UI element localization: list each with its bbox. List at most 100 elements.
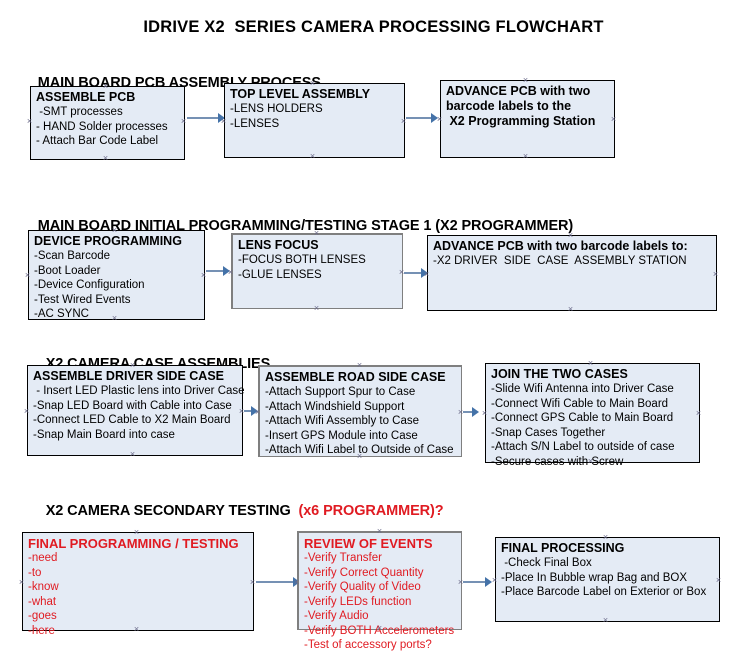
resize-handle-top[interactable] [522,77,529,84]
connector-1a [187,117,220,119]
node-title: ADVANCE PCB with two [446,84,591,98]
resize-handle-bottom[interactable] [376,625,383,632]
node-line: -Attach Wifi Label to Outside of Case [265,444,454,456]
node-title: REVIEW OF EVENTS [304,536,433,551]
node-join-the-two-cases[interactable]: JOIN THE TWO CASES -Slide Wifi Antenna i… [485,360,702,468]
node-line: -Check Final Box [501,557,592,569]
node-review-of-events[interactable]: REVIEW OF EVENTS -Verify Transfer -Verif… [297,528,462,651]
resize-handle-bottom[interactable] [102,155,109,162]
node-line: -Verify Correct Quantity [304,566,424,579]
node-line: -to [28,566,42,579]
node-final-programming-testing[interactable]: FINAL PROGRAMMING / TESTING -need -to -k… [22,529,256,637]
resize-handle-top[interactable] [102,83,109,90]
node-title: FINAL PROGRAMMING / TESTING [28,536,239,551]
resize-handle-left[interactable] [23,408,30,415]
resize-handle-right[interactable] [200,272,207,279]
resize-handle-left[interactable] [491,577,498,584]
resize-handle-bottom[interactable] [602,617,609,624]
node-advance-pcb-driver-side[interactable]: ADVANCE PCB with two barcode labels to: … [427,235,717,311]
resize-handle-left[interactable] [220,118,227,125]
connector-2b [404,272,424,274]
node-line: -Scan Barcode [34,250,111,262]
node-line: -AC SYNC [34,308,89,320]
node-line: -Attach S/N Label to outside of case [491,441,675,453]
node-line: - HAND Solder processes [36,120,168,133]
resize-handle-left[interactable] [481,410,488,417]
node-line: -here [28,624,55,637]
resize-handle-top[interactable] [587,360,594,367]
node-line: -LENSES [230,117,280,130]
node-top-level-assembly[interactable]: TOP LEVEL ASSEMBLY -LENS HOLDERS -LENSES [224,83,405,158]
resize-handle-bottom[interactable] [587,458,594,465]
node-line: -Secure cases with Screw [491,455,624,468]
resize-handle-right[interactable] [610,116,617,123]
node-line: -Attach Wifi Assembly to Case [265,415,420,427]
node-line: -Boot Loader [34,264,101,277]
resize-handle-bottom[interactable] [522,153,529,160]
resize-handle-top[interactable] [129,362,136,369]
resize-handle-bottom[interactable] [111,315,118,322]
node-assemble-road-side-case[interactable]: ASSEMBLE ROAD SIDE CASE -Attach Support … [258,365,462,457]
resize-handle-right[interactable] [249,579,256,586]
arrowhead-1b-icon [431,113,438,123]
node-lens-focus[interactable]: LENS FOCUS -FOCUS BOTH LENSES -GLUE LENS… [231,233,403,309]
node-title: LENS FOCUS [238,238,319,252]
node-advance-pcb-station[interactable]: ADVANCE PCB with two barcode labels to t… [440,80,615,158]
resize-handle-bottom[interactable] [356,453,363,460]
node-line: -Connect Wifi Cable to Main Board [491,397,669,410]
connector-4a [256,581,296,583]
node-line: -Verify LEDs function [304,595,412,608]
resize-handle-top[interactable] [356,362,363,369]
resize-handle-left[interactable] [24,272,31,279]
node-line: -what [28,595,57,608]
resize-handle-left[interactable] [423,271,430,278]
resize-handle-left[interactable] [254,409,261,416]
node-title: DEVICE PROGRAMMING [34,234,182,248]
node-title-line3: X2 Programming Station [446,114,596,128]
resize-handle-top[interactable] [309,80,316,87]
resize-handle-left[interactable] [227,269,234,276]
resize-handle-top[interactable] [111,227,118,234]
node-line: -GLUE LENSES [238,268,322,281]
node-line: -Attach Windshield Support [265,400,405,413]
resize-handle-right[interactable] [695,410,702,417]
node-line: -LENS HOLDERS [230,103,323,115]
node-device-programming[interactable]: DEVICE PROGRAMMING -Scan Barcode -Boot L… [28,230,205,320]
node-assemble-pcb[interactable]: ASSEMBLE PCB -SMT processes - HAND Solde… [30,86,185,160]
connector-2a [206,270,225,272]
connector-3a [244,410,254,412]
resize-handle-bottom[interactable] [309,153,316,160]
resize-handle-bottom[interactable] [567,306,574,313]
resize-handle-left[interactable] [26,118,33,125]
node-line: -Place Barcode Label on Exterior or Box [501,586,707,598]
node-line: -Test Wired Events [34,293,131,306]
resize-handle-top[interactable] [602,534,609,541]
resize-handle-right[interactable] [712,271,719,278]
node-line: -Snap LED Board with Cable into Case [33,399,232,412]
resize-handle-right[interactable] [180,118,187,125]
resize-handle-top[interactable] [567,232,574,239]
node-title: TOP LEVEL ASSEMBLY [230,87,371,101]
node-title: ASSEMBLE PCB [36,90,136,104]
resize-handle-top[interactable] [313,230,320,237]
node-line: -Device Configuration [34,279,145,291]
resize-handle-left[interactable] [293,579,300,586]
node-line: - Attach Bar Code Label [36,135,159,147]
resize-handle-top[interactable] [133,529,140,536]
node-title: FINAL PROCESSING [501,541,625,555]
node-line: -Connect LED Cable to X2 Main Board [33,414,231,426]
node-final-processing[interactable]: FINAL PROCESSING -Check Final Box -Place… [495,537,720,622]
resize-handle-right[interactable] [715,577,722,584]
node-line: -Attach Support Spur to Case [265,386,416,398]
resize-handle-left[interactable] [436,116,443,123]
node-line: -FOCUS BOTH LENSES [238,254,366,266]
resize-handle-right[interactable] [400,118,407,125]
resize-handle-bottom[interactable] [133,626,140,633]
resize-handle-left[interactable] [18,579,25,586]
node-assemble-driver-side-case[interactable]: ASSEMBLE DRIVER SIDE CASE - Insert LED P… [27,362,245,458]
resize-handle-top[interactable] [376,528,383,535]
resize-handle-bottom[interactable] [313,305,320,312]
resize-handle-bottom[interactable] [129,451,136,458]
node-line: -Insert GPS Module into Case [265,429,418,442]
